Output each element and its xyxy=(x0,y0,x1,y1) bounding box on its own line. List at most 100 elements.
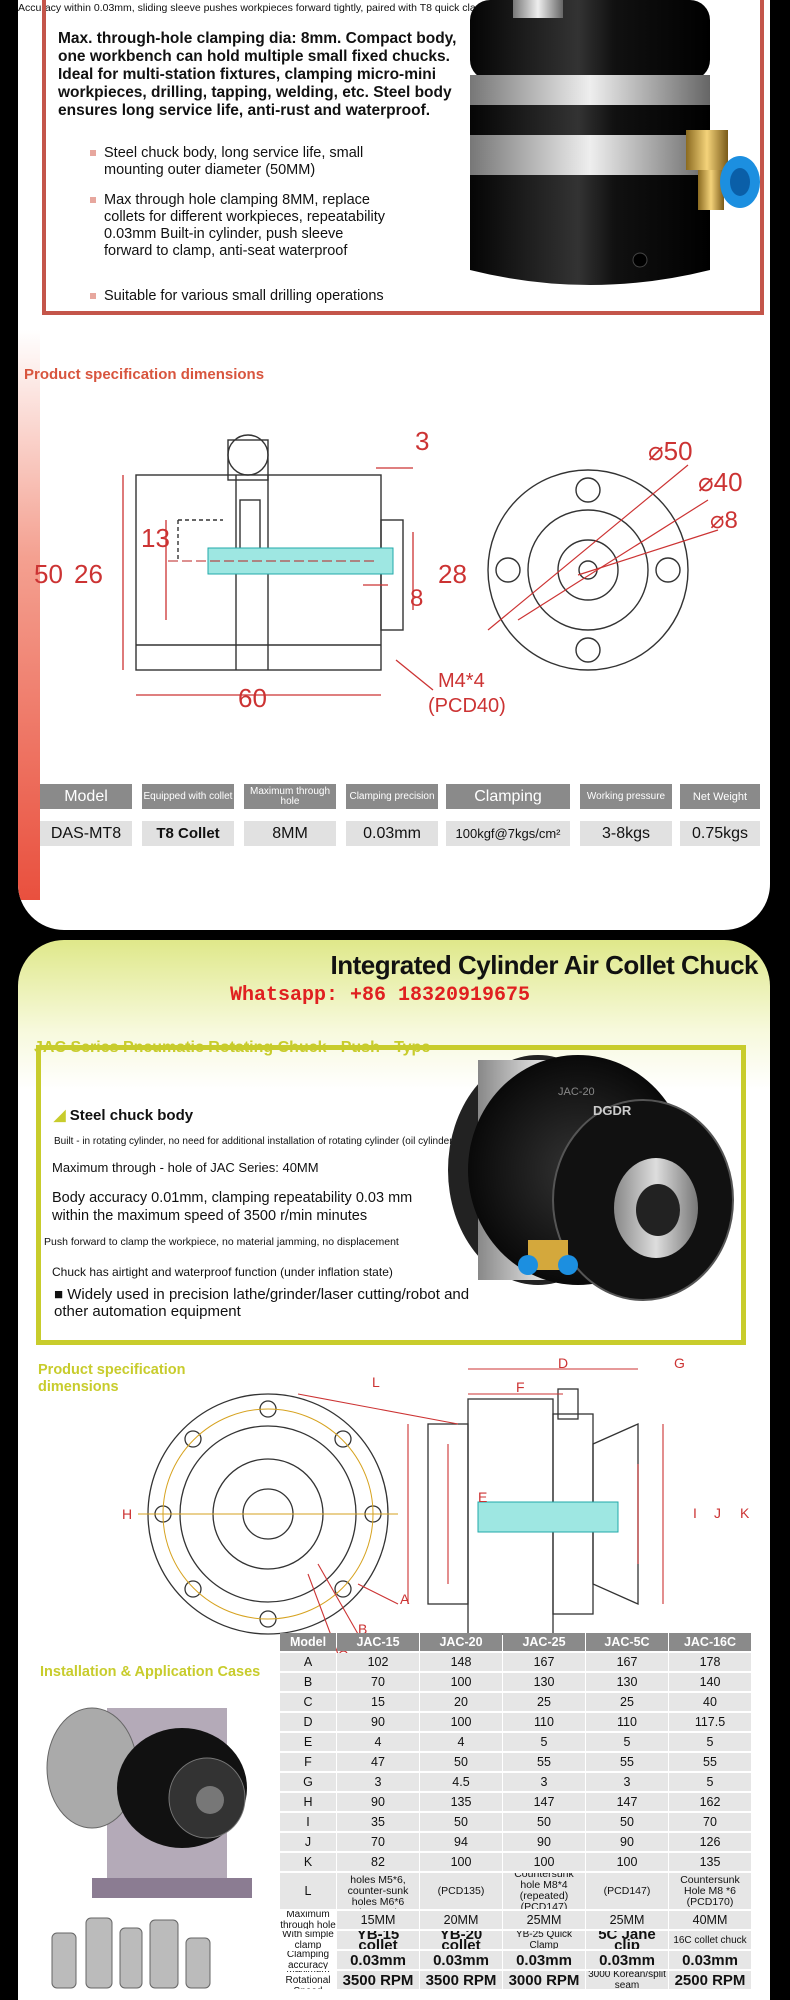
feature-line: ◢ Steel chuck body xyxy=(54,1106,193,1124)
dim-26: 26 xyxy=(74,559,103,589)
feature-box xyxy=(36,1045,746,1345)
product-panel-jac-series: Integrated Cylinder Air Collet Chuck Wha… xyxy=(18,940,770,2000)
dim-m4: M4*4 xyxy=(438,670,485,692)
table-cell: 140 xyxy=(669,1673,751,1691)
table-row-label: E xyxy=(280,1733,336,1751)
table-cell: 55 xyxy=(503,1753,585,1771)
table-cell: 126 xyxy=(669,1833,751,1851)
table-cell: 3 xyxy=(503,1773,585,1791)
table-header-cell: JAC-5C xyxy=(586,1633,668,1651)
spec-table-cell: DAS-MT8 xyxy=(40,821,132,846)
table-cell: 5 xyxy=(503,1733,585,1751)
table-row-label: H xyxy=(280,1793,336,1811)
dim-l: L xyxy=(372,1374,380,1390)
table-header-cell: Model xyxy=(280,1633,336,1651)
table-cell: 94 xyxy=(420,1833,502,1851)
table-cell: 5 xyxy=(669,1733,751,1751)
table-cell: 135 xyxy=(420,1793,502,1811)
table-cell: 25 xyxy=(586,1693,668,1711)
spec-section-title: Product specification dimensions xyxy=(24,366,265,383)
spec-table-header: Clamping precision xyxy=(346,784,438,809)
bullet-icon: ◢ xyxy=(54,1107,66,1124)
feature-bullet: Suitable for various small drilling oper… xyxy=(90,288,394,305)
jac-chuck-photo: DGDR JAC-20 xyxy=(448,1055,734,1301)
table-cell: 102 xyxy=(337,1653,419,1671)
table-row-label: C xyxy=(280,1693,336,1711)
table-cell: 0.03mm xyxy=(503,1951,585,1969)
feature-line: Body accuracy 0.01mm, clamping repeatabi… xyxy=(52,1190,413,1224)
table-cell: 5 xyxy=(669,1773,751,1791)
dim-3: 3 xyxy=(415,426,429,456)
table-row-label: J xyxy=(280,1833,336,1851)
table-cell: 147 xyxy=(586,1793,668,1811)
table-cell: 0.03mm xyxy=(586,1951,668,1969)
table-row-label: I xyxy=(280,1813,336,1831)
table-cell: 100 xyxy=(420,1673,502,1691)
dimension-drawing: 50 26 13 3 28 8 60 ⌀50 ⌀40 ⌀8 M4*4 (PCD4… xyxy=(34,426,743,717)
table-cell: 2500 RPM xyxy=(669,1971,751,1989)
top-caption: Accuracy within 0.03mm, sliding sleeve p… xyxy=(18,2,491,14)
product-panel-das-mt8: Accuracy within 0.03mm, sliding sleeve p… xyxy=(18,0,770,930)
spec-table-cell: T8 Collet xyxy=(142,821,234,846)
bullet-icon: ■ xyxy=(54,1286,64,1303)
feature-bullet: Steel chuck body, long service life, sma… xyxy=(90,145,394,179)
table-cell: 55 xyxy=(669,1753,751,1771)
table-cell: 3 xyxy=(586,1773,668,1791)
table-cell: 148 xyxy=(420,1653,502,1671)
feature-line: Built - in rotating cylinder, no need fo… xyxy=(54,1136,456,1147)
series-subtitle: JAC Series Pneumatic Rotating Chuck - Pu… xyxy=(34,1039,431,1056)
spec-table-cell: 0.03mm xyxy=(346,821,438,846)
table-cell: 3 xyxy=(337,1773,419,1791)
table-header-cell: JAC-15 xyxy=(337,1633,419,1651)
table-row-label: Clamping accuracy xyxy=(286,1951,330,1969)
spec-table-cell: 100kgf@7kgs/cm² xyxy=(446,821,570,846)
table-cell: 100 xyxy=(420,1853,502,1871)
dim-d: D xyxy=(558,1355,568,1371)
accent-strip xyxy=(18,330,40,900)
table-cell: 15 xyxy=(337,1693,419,1711)
table-cell: 50 xyxy=(503,1813,585,1831)
table-row-label: Maximum Rotational Speed xyxy=(285,1971,331,1989)
feature-text: Widely used in precision lathe/grinder/l… xyxy=(54,1286,470,1320)
table-cell: 3500 RPM xyxy=(420,1971,502,1989)
table-cell: Countersunk Hole M8 *6 (PCD170) xyxy=(669,1873,751,1909)
table-cell: 178 xyxy=(669,1653,751,1671)
table-row-label: L xyxy=(280,1873,336,1909)
table-cell: 4 xyxy=(337,1733,419,1751)
table-row-label: With simple clamp xyxy=(282,1931,334,1949)
table-cell: 35 xyxy=(337,1813,419,1831)
table-cell: 3500 RPM xyxy=(337,1971,419,1989)
dim-f: F xyxy=(516,1379,525,1395)
spec-table-cell: 8MM xyxy=(244,821,336,846)
whatsapp-contact: Whatsapp: +86 18320919675 xyxy=(230,984,531,1007)
dim-pcd40: (PCD40) xyxy=(428,695,506,717)
photo-brand-label: DGDR xyxy=(593,1103,632,1118)
table-cell: (PCD135) xyxy=(420,1873,502,1909)
dim-k: K xyxy=(740,1505,750,1521)
table-cell: 70 xyxy=(669,1813,751,1831)
feature-bullet: Max through hole clamping 8MM, replace c… xyxy=(90,192,394,260)
dim-h: H xyxy=(122,1506,132,1522)
table-cell: 5C Jane clip xyxy=(586,1931,668,1949)
table-cell: Countersunk holes M5*6, counter-sunk hol… xyxy=(337,1873,419,1909)
table-cell: 147 xyxy=(503,1793,585,1811)
dim-phi40: ⌀40 xyxy=(698,467,743,497)
table-cell: 70 xyxy=(337,1673,419,1691)
table-row-label: B xyxy=(280,1673,336,1691)
table-cell: 15MM xyxy=(337,1911,419,1929)
feature-line: ■ Widely used in precision lathe/grinder… xyxy=(54,1286,474,1320)
table-cell: 100 xyxy=(503,1853,585,1871)
chuck-photo xyxy=(470,0,760,285)
dim-i: I xyxy=(693,1505,697,1521)
table-cell: 130 xyxy=(586,1673,668,1691)
table-row-label: K xyxy=(280,1853,336,1871)
feature-line: Chuck has airtight and waterproof functi… xyxy=(52,1265,393,1279)
table-row-label: Maximum through hole xyxy=(280,1911,336,1929)
installation-title: Installation & Application Cases xyxy=(40,1664,261,1680)
table-cell: 90 xyxy=(586,1833,668,1851)
table-cell: 167 xyxy=(503,1653,585,1671)
dim-j: J xyxy=(714,1505,721,1521)
table-row-label: G xyxy=(280,1773,336,1791)
dim-b: B xyxy=(358,1621,367,1637)
table-cell: 117.5 xyxy=(669,1713,751,1731)
